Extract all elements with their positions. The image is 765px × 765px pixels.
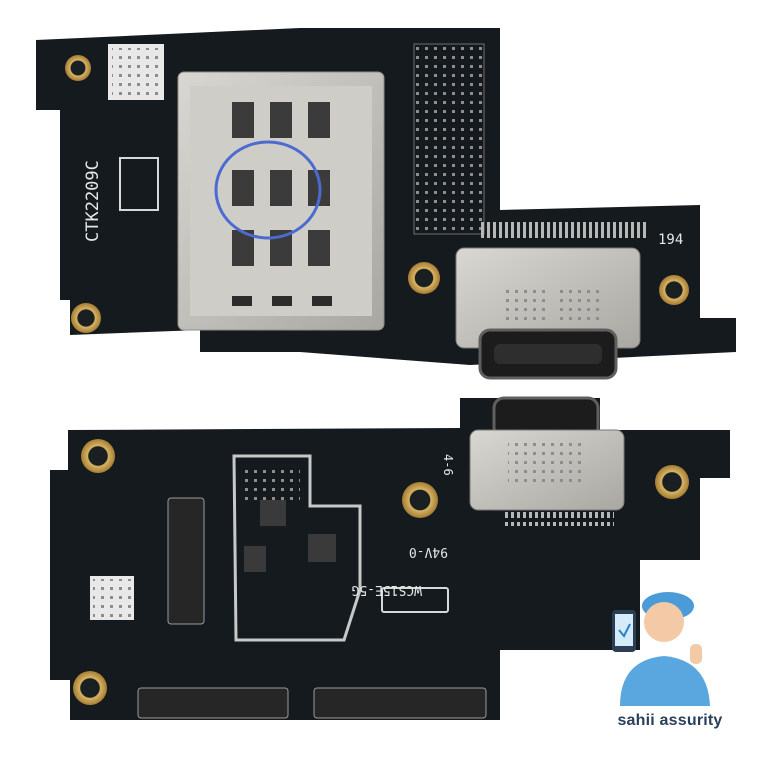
brand-watermark: sahii assurity (617, 712, 723, 729)
ic-footprint (119, 157, 159, 211)
board-connector-right (313, 687, 487, 719)
usb-c-port-top (455, 222, 646, 380)
bottom-pcb-outline (50, 398, 730, 720)
ic-chip-3 (244, 546, 266, 572)
board-connector-vertical (167, 497, 205, 625)
top-board: CTK2209C 194 (36, 28, 736, 380)
bottom-board: WCS15E-5G 94V-0 4-6 (50, 396, 730, 720)
usb-c-port-bottom (469, 396, 625, 526)
silk-small: 4-6 (441, 454, 455, 476)
mount-hole-top-mid (408, 262, 440, 294)
ic-chip-2 (308, 534, 336, 562)
ic-footprint-bottom (381, 587, 449, 613)
qr-code-bottom (90, 576, 134, 620)
silk-model: WCS15E-5G (351, 582, 422, 597)
component-grid (413, 43, 485, 235)
ic-chip-1 (260, 500, 286, 526)
mount-hole-b-top-left (81, 439, 115, 473)
mascot-illustration (612, 592, 710, 706)
qr-code (108, 44, 164, 100)
mount-hole-top-left (65, 55, 91, 81)
shield-frame (232, 454, 362, 642)
mount-hole-b-center (402, 482, 438, 518)
mount-hole-bottom-left (71, 303, 101, 333)
silk-number: 194 (658, 232, 683, 248)
component-field (240, 470, 300, 500)
sim-card-reader (177, 71, 385, 331)
board-connector-left (137, 687, 289, 719)
mount-hole-b-right (655, 465, 689, 499)
mount-hole-b-bottom-left (73, 671, 107, 705)
silk-rating: 94V-0 (409, 544, 448, 559)
mount-hole-top-right (659, 275, 689, 305)
silk-code: CTK2209C (83, 160, 103, 242)
